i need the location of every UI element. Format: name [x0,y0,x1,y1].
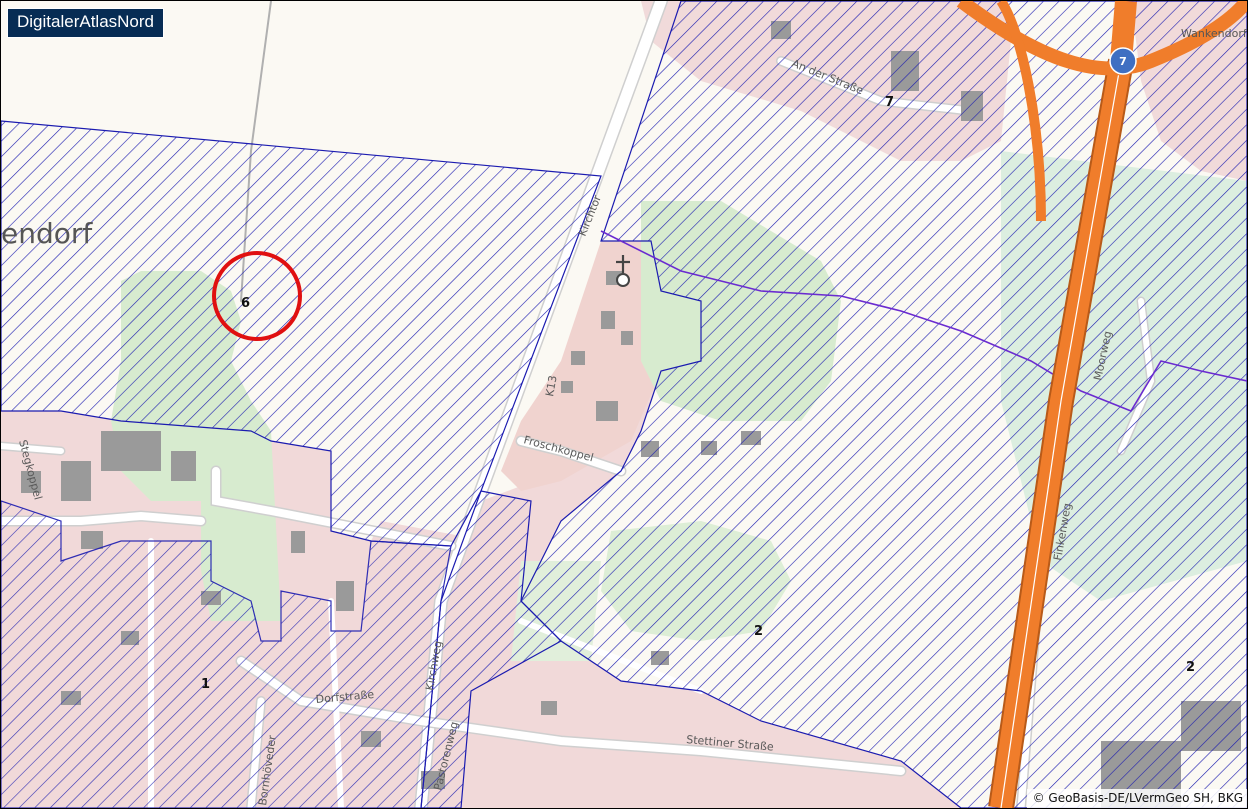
route-shield-number: 7 [1119,55,1127,68]
street-label-k13: K13 [543,374,559,397]
zone-number-2a: 2 [754,624,763,639]
map-attribution: © GeoBasis-DE/LVermGeo SH, BKG [1026,789,1247,808]
church-icon [616,255,630,287]
place-label: endorf [1,217,93,250]
town-label-ne: Wankendorf [1181,27,1247,40]
zone-number-7: 7 [885,95,894,110]
zone-number-2b: 2 [1186,660,1195,675]
zone-number-1: 1 [201,677,210,692]
location-marker-circle[interactable] [212,251,302,341]
route-shield: 7 [1109,47,1137,75]
street-label-dorfstrasse: Dorfstraße [315,688,375,706]
zone-number-6: 6 [241,296,250,311]
brand-label: DigitalerAtlasNord [7,8,164,38]
boundary-line [600,230,1247,412]
